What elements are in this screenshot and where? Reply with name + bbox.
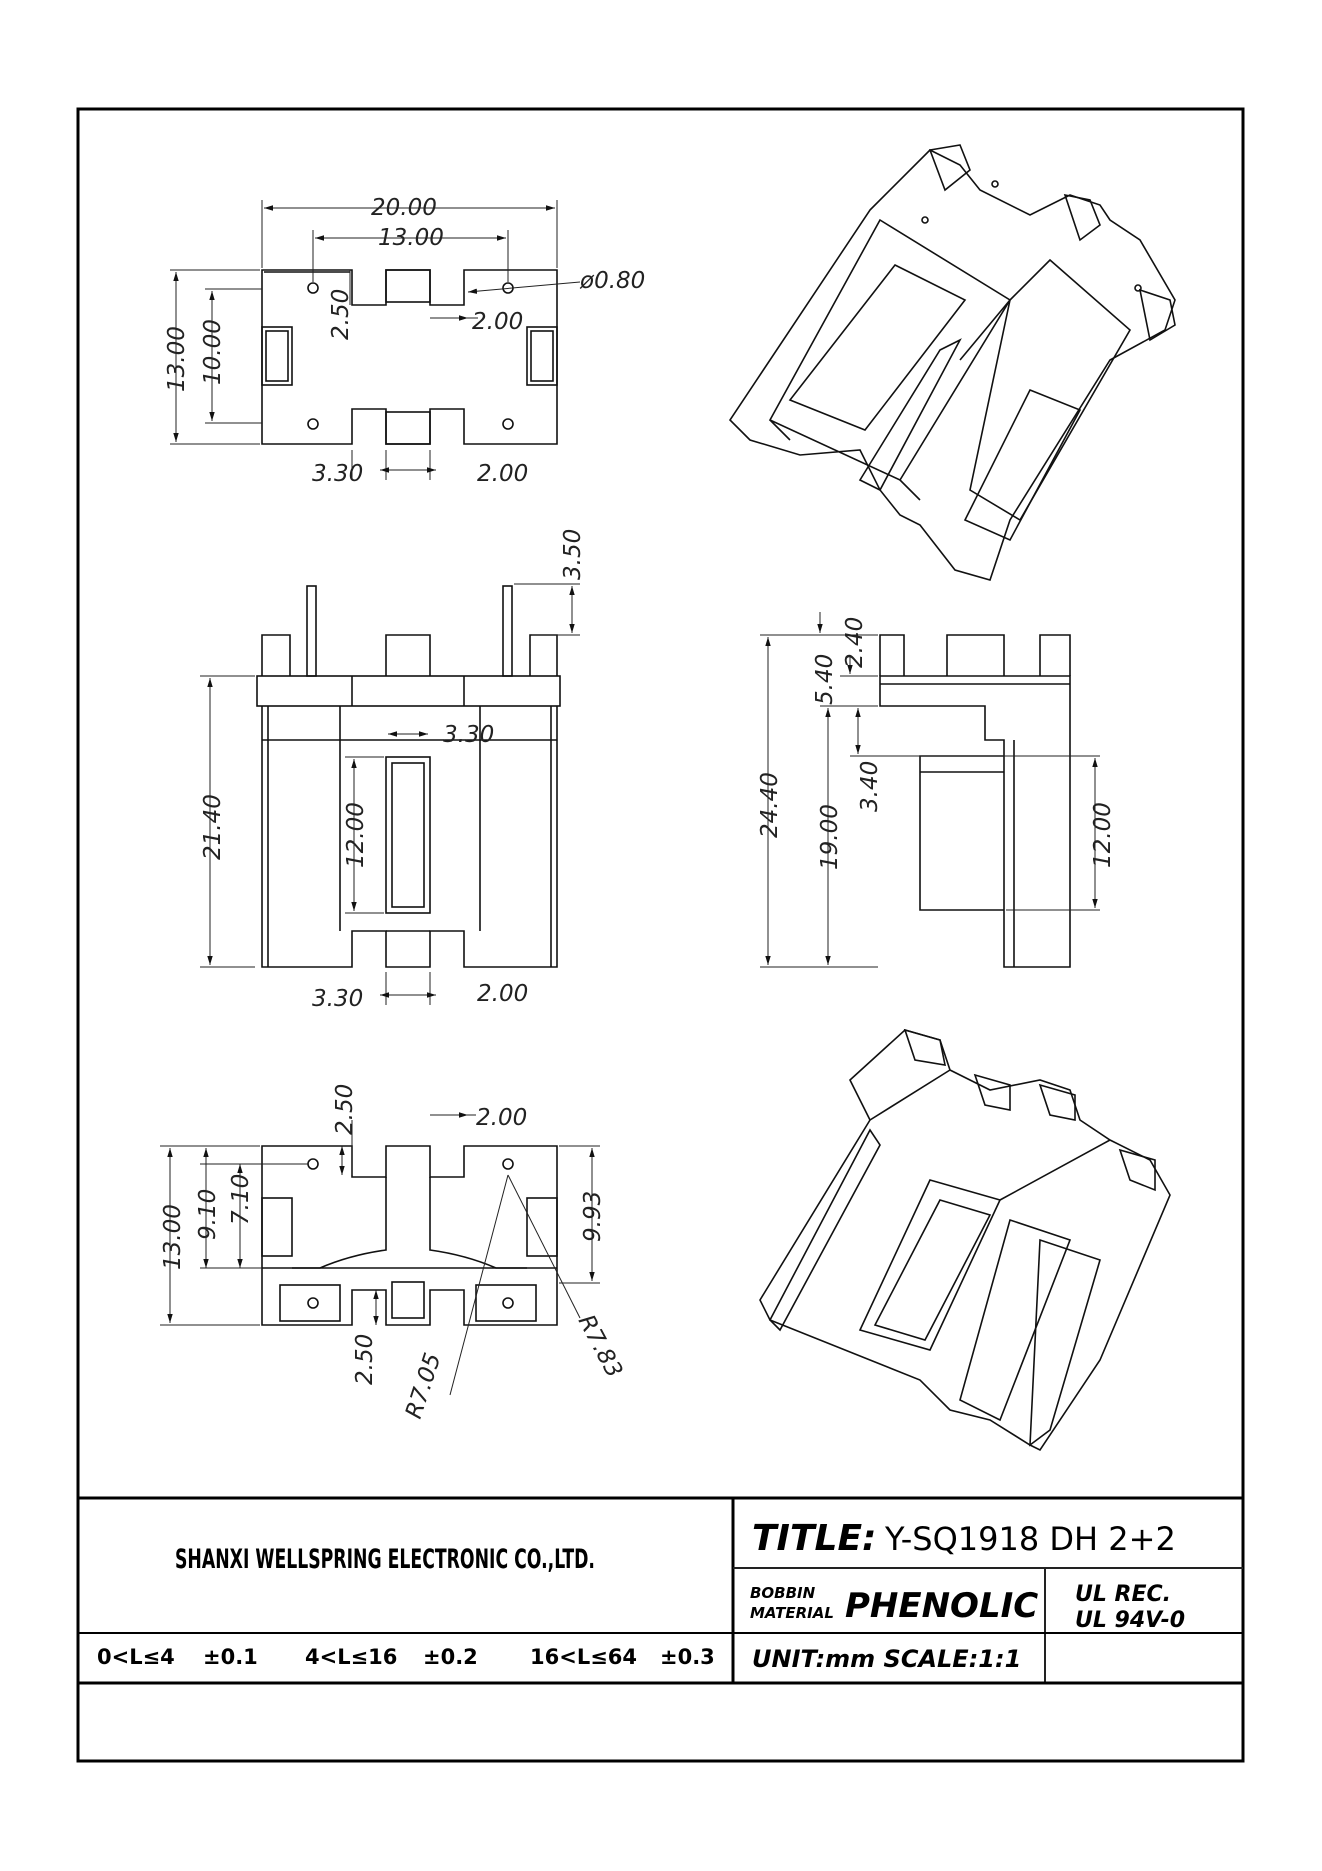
tolerance-range-3: 16<L≤64 — [530, 1645, 637, 1669]
bobbin-label: BOBBIN — [750, 1584, 816, 1602]
isometric-view-top — [728, 144, 1176, 581]
dim-bottom-3-3: 3.30 — [312, 461, 363, 487]
dim-bottom-9-1: 9.10 — [195, 1189, 221, 1240]
title-label: TITLE: — [752, 1518, 876, 1559]
ul-rec: UL REC. — [1075, 1582, 1171, 1607]
dim-bottom-7-1: 7.10 — [228, 1174, 254, 1225]
dim-height-21-4: 21.40 — [200, 794, 226, 860]
dim-bottom-2: 2.00 — [477, 461, 528, 487]
dim-19: 19.00 — [817, 804, 843, 870]
unit-scale: UNIT:mm SCALE:1:1 — [752, 1645, 1021, 1673]
dim-height-13: 13.00 — [164, 326, 190, 392]
dim-bottom-2-5: 2.50 — [332, 1084, 358, 1135]
company-name: SHANXI WELLSPRING ELECTRONIC CO.,LTD. — [175, 1544, 595, 1575]
dim-pin-3-5: 3.50 — [560, 529, 586, 580]
dim-height-24-4: 24.40 — [757, 772, 783, 838]
ul-rating: UL 94V-0 — [1075, 1608, 1185, 1633]
tolerance-range-2: 4<L≤16 — [305, 1645, 397, 1669]
dim-depth-2-5: 2.50 — [328, 289, 354, 340]
drawing-border — [76, 107, 1245, 1763]
dim-radius-7-05: R7.05 — [401, 1350, 446, 1422]
dim-height-10: 10.00 — [200, 319, 226, 385]
title-value: Y-SQ1918 DH 2+2 — [884, 1520, 1176, 1558]
isometric-view-bottom — [759, 1028, 1171, 1452]
title-block: SHANXI WELLSPRING ELECTRONIC CO.,LTD. TI… — [78, 1496, 1243, 1685]
dim-slot-3-3: 3.30 — [443, 722, 494, 748]
dim-3-4: 3.40 — [857, 761, 883, 812]
side-view: 24.40 5.40 2.40 19.00 3.40 12.00 — [757, 612, 1116, 968]
front-view: 3.50 21.40 3.30 12.00 3.30 2.00 — [200, 529, 586, 1012]
dim-bottom-13: 13.00 — [160, 1204, 186, 1270]
dim-2-4: 2.40 — [842, 617, 868, 668]
tolerance-value-2: ±0.2 — [423, 1645, 478, 1669]
dim-5-4: 5.40 — [812, 654, 838, 705]
bottom-view: 2.50 2.00 13.00 9.10 7.10 9.93 2.50 R7.0… — [160, 1084, 627, 1422]
dim-width-13: 13.00 — [378, 225, 444, 251]
dim-hole-diameter: ø0.80 — [579, 268, 645, 294]
tolerance-range-1: 0<L≤4 — [97, 1645, 175, 1669]
tolerance-value-3: ±0.3 — [660, 1645, 715, 1669]
dim-bottom-9-93: 9.93 — [580, 1191, 606, 1242]
dim-window-12: 12.00 — [343, 802, 369, 868]
dim-bottom-slot-2: 2.00 — [476, 1105, 527, 1131]
dim-slot-2: 2.00 — [472, 309, 523, 335]
dim-side-12: 12.00 — [1090, 802, 1116, 868]
top-view: 20.00 13.00 ø0.80 2.00 2.50 13.00 10.00 … — [164, 195, 645, 487]
dim-width-20: 20.00 — [371, 195, 437, 221]
material-label: MATERIAL — [750, 1604, 834, 1622]
dim-radius-7-83: R7.83 — [573, 1311, 628, 1383]
dim-bottom-lower-2-5: 2.50 — [352, 1334, 378, 1385]
dim-front-bottom-3-3: 3.30 — [312, 986, 363, 1012]
dim-front-bottom-2: 2.00 — [477, 981, 528, 1007]
tolerance-value-1: ±0.1 — [203, 1645, 258, 1669]
material-value: PHENOLIC — [845, 1586, 1038, 1626]
